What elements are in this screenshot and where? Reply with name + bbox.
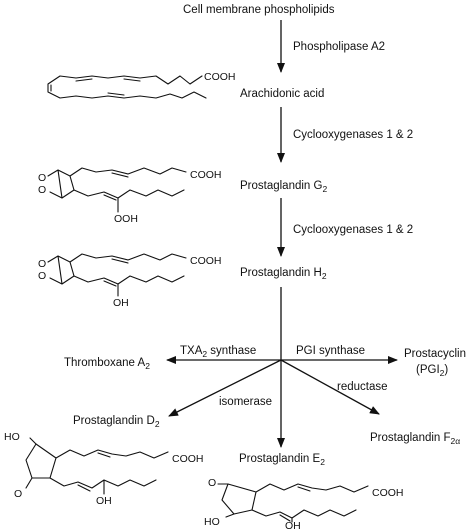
pgh2-oh: OH [113,297,129,309]
pgg2-o-top: O [38,172,46,184]
pgd2-ho: HO [4,431,20,443]
pge2-cooh: COOH [372,487,404,499]
pgd2-label: Prostaglandin D2 [73,415,160,429]
pge2-o: O [208,477,216,489]
prostacyclin-label: Prostacyclin [404,348,466,360]
pgd2-cooh: COOH [172,453,204,465]
aa-cooh: COOH [204,71,236,83]
pgf2a-label: Prostaglandin F2α [370,432,460,446]
arachidonic-acid-label: Arachidonic acid [240,88,324,100]
txa2-label: Thromboxane A2 [64,357,150,371]
pgh2-o-bottom: O [38,270,46,282]
reductase-label: reductase [337,381,388,393]
pge2-structure: O HO COOH OH [204,477,404,530]
pgh2-label: Prostaglandin H2 [240,267,327,281]
arachidonic-acid-structure: COOH [47,71,236,99]
pgg2-ooh: OOH [114,213,138,225]
txa2-synthase-label: TXA2 synthase [180,345,256,359]
pgi-synthase-label: PGI synthase [296,345,365,357]
arrow-to-pgf2a [280,359,380,415]
cox-label-2: Cyclooxygenases 1 & 2 [293,224,413,236]
pge2-ho: HO [204,516,220,528]
isomerase-label: isomerase [219,396,272,408]
pge2-oh: OH [285,520,301,530]
pgd2-structure: HO O COOH OH [4,431,204,507]
pge2-label: Prostaglandin E2 [239,453,325,467]
phospholipase-a2-label: Phospholipase A2 [293,41,385,53]
pgg2-label: Prostaglandin G2 [240,180,327,194]
arrow-to-pgd2 [168,359,282,417]
pgh2-o-top: O [38,258,46,270]
pgd2-o: O [14,488,22,500]
pgi2-label: (PGI2) [416,364,448,378]
pgh2-structure: O O COOH OH [38,253,222,309]
cox-label-1: Cyclooxygenases 1 & 2 [293,129,413,141]
pgg2-o-bottom: O [38,184,46,196]
pgd2-oh: OH [96,495,112,507]
pgh2-cooh: COOH [190,255,222,267]
pgg2-structure: O O COOH OOH [38,167,222,225]
cell-membrane-phospholipids-label: Cell membrane phospholipids [183,4,335,16]
pgg2-cooh: COOH [190,169,222,181]
